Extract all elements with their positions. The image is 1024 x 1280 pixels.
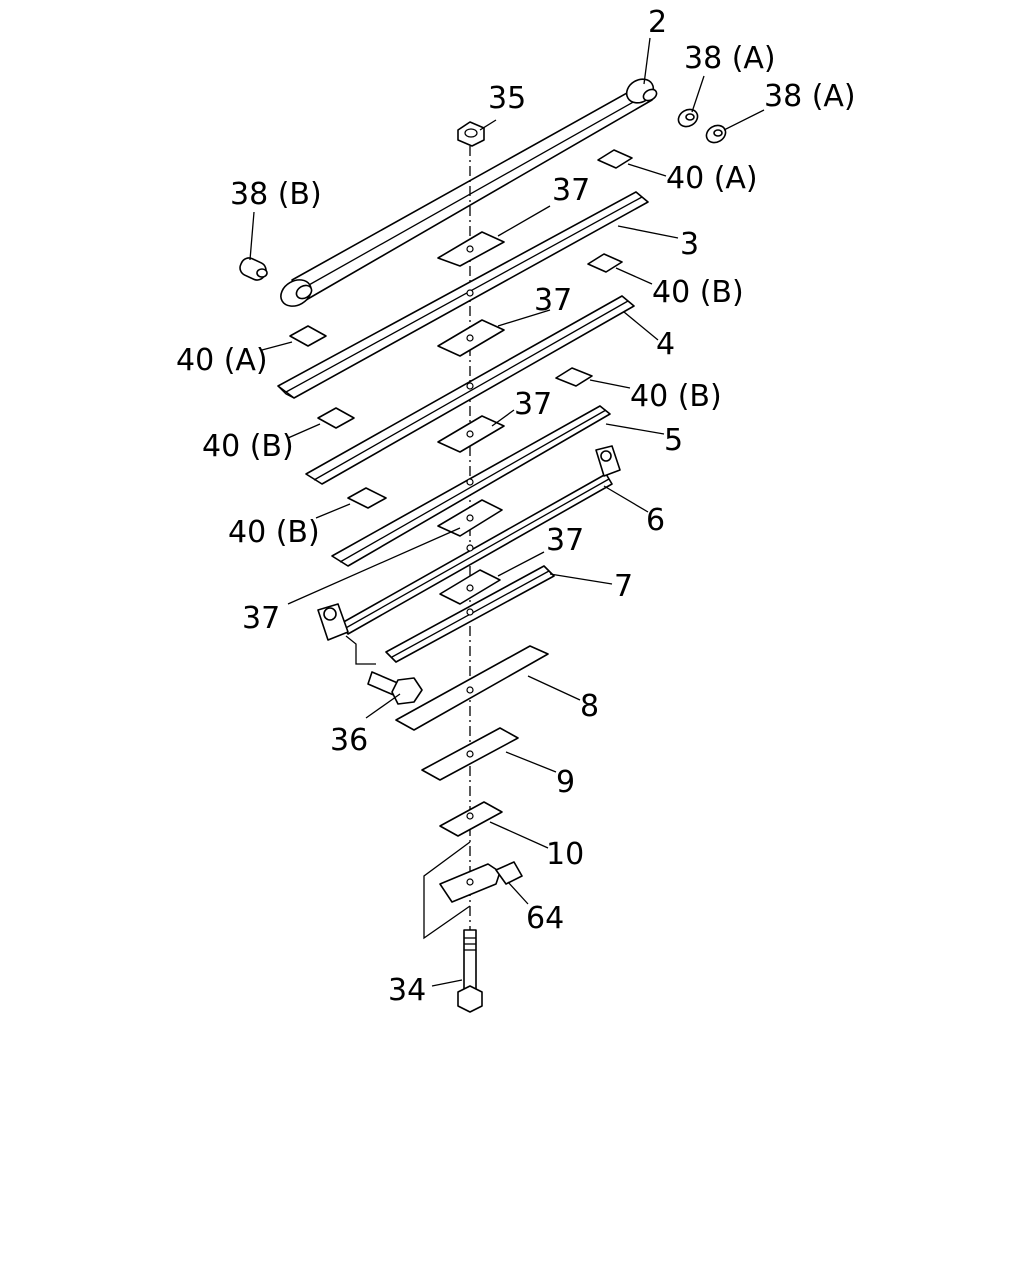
leaf-7 bbox=[385, 565, 555, 663]
label-37-5: 37 bbox=[242, 601, 280, 636]
plate-6 bbox=[317, 445, 621, 665]
pad-40b-3 bbox=[317, 407, 355, 429]
plate-8 bbox=[395, 645, 549, 731]
bracket-64 bbox=[423, 841, 523, 940]
pad-40a-2 bbox=[289, 325, 327, 347]
label-36: 36 bbox=[330, 723, 368, 758]
label-40b-1: 40 (B) bbox=[652, 275, 744, 310]
label-38a-1: 38 (A) bbox=[684, 41, 776, 76]
plate-9 bbox=[421, 727, 519, 781]
label-6: 6 bbox=[646, 503, 665, 538]
label-37-1: 37 bbox=[552, 173, 590, 208]
label-37-4: 37 bbox=[546, 523, 584, 558]
label-40a-1: 40 (A) bbox=[666, 161, 758, 196]
bushing-38a-2 bbox=[705, 124, 727, 144]
pad-40b-1 bbox=[587, 253, 623, 273]
label-38a-2: 38 (A) bbox=[764, 79, 856, 114]
label-9: 9 bbox=[556, 765, 575, 800]
leaf-3 bbox=[277, 191, 649, 399]
label-37-3: 37 bbox=[514, 387, 552, 422]
label-40b-4: 40 (B) bbox=[228, 515, 320, 550]
label-10: 10 bbox=[546, 837, 584, 872]
bushing-38a-1 bbox=[677, 108, 699, 128]
label-37-2: 37 bbox=[534, 283, 572, 318]
label-2: 2 bbox=[648, 5, 667, 40]
bolt-34 bbox=[457, 929, 483, 1013]
pad-40b-4 bbox=[347, 487, 387, 509]
label-34: 34 bbox=[388, 973, 426, 1008]
label-40b-3: 40 (B) bbox=[202, 429, 294, 464]
pad-40a-1 bbox=[597, 149, 633, 169]
nut-35 bbox=[457, 121, 485, 147]
label-64: 64 bbox=[526, 901, 564, 936]
label-8: 8 bbox=[580, 689, 599, 724]
label-38b: 38 (B) bbox=[230, 177, 322, 212]
bushing-38b bbox=[239, 257, 268, 281]
plate-10 bbox=[439, 801, 503, 837]
label-40b-2: 40 (B) bbox=[630, 379, 722, 414]
leaf-4 bbox=[305, 295, 635, 485]
label-5: 5 bbox=[664, 423, 683, 458]
callout-labels: 2 38 (A) 38 (A) 35 40 (A) 38 (B) 37 3 40… bbox=[176, 5, 856, 1008]
leader-lines bbox=[249, 37, 765, 987]
pad-40b-2 bbox=[555, 367, 593, 387]
label-7: 7 bbox=[614, 569, 633, 604]
main-leaf-2 bbox=[280, 78, 658, 307]
leaf-5 bbox=[331, 405, 611, 567]
label-4: 4 bbox=[656, 327, 675, 362]
label-40a-2: 40 (A) bbox=[176, 343, 268, 378]
label-35: 35 bbox=[488, 81, 526, 116]
label-3: 3 bbox=[680, 227, 699, 262]
bolt-36 bbox=[367, 671, 423, 705]
